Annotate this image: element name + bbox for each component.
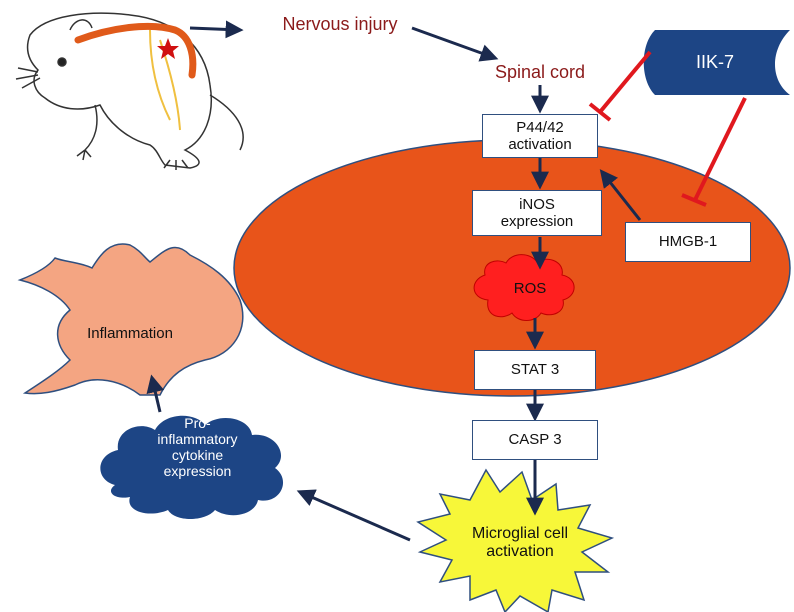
pathway-arrows (146, 20, 642, 542)
microglia-label: Microglial cell activation (445, 525, 595, 562)
nerve-path-icon (74, 22, 197, 131)
step-line2: expression (500, 213, 574, 230)
microglia-line: Microglial cell (471, 525, 569, 542)
inhibitor-shape (643, 30, 790, 95)
pathway-arrow (296, 489, 411, 542)
microglia-line: activation (486, 543, 554, 561)
pathway-arrow (189, 20, 244, 39)
step-ros: ROS (513, 280, 547, 297)
cytokine-line: inflammatory (157, 431, 238, 448)
step-line1: iNOS (519, 195, 555, 213)
rat-illustration (15, 12, 244, 170)
inhibition-bar (681, 193, 707, 207)
step-line1: P44/42 (516, 118, 564, 136)
cytokine-label: Pro- inflammatory cytokine expression (125, 415, 270, 479)
inhibition-bar (693, 97, 747, 201)
cytokine-line: Pro- (184, 415, 211, 431)
pathway-arrow (146, 374, 165, 413)
step-line2: activation (508, 136, 572, 153)
inhibitor-label: IIK-7 (695, 52, 734, 72)
inhibition-bar (598, 50, 652, 114)
step-stat3: STAT 3 (474, 350, 596, 390)
step-inos: iNOS expression (472, 190, 602, 236)
cytokine-line: expression (163, 463, 232, 480)
pathway-arrow (411, 26, 499, 62)
inflammation-label: Inflammation (87, 325, 173, 342)
pathway-arrow (599, 169, 642, 221)
microglia-burst (416, 468, 615, 612)
spinal-cord-label: Spinal cord (494, 62, 586, 82)
hmgb1-box: HMGB-1 (625, 222, 751, 262)
step-casp3: CASP 3 (472, 420, 598, 460)
nervous-injury-label: Nervous injury (282, 14, 398, 34)
inflammation-shape (17, 243, 244, 396)
inhibition-bars (588, 50, 747, 207)
cytokine-cloud (100, 415, 284, 519)
inhibition-bar (588, 102, 612, 122)
step-p44-42: P44/42 activation (482, 114, 598, 158)
ros-cloud (473, 254, 575, 321)
cytokine-line: cytokine (171, 447, 224, 464)
